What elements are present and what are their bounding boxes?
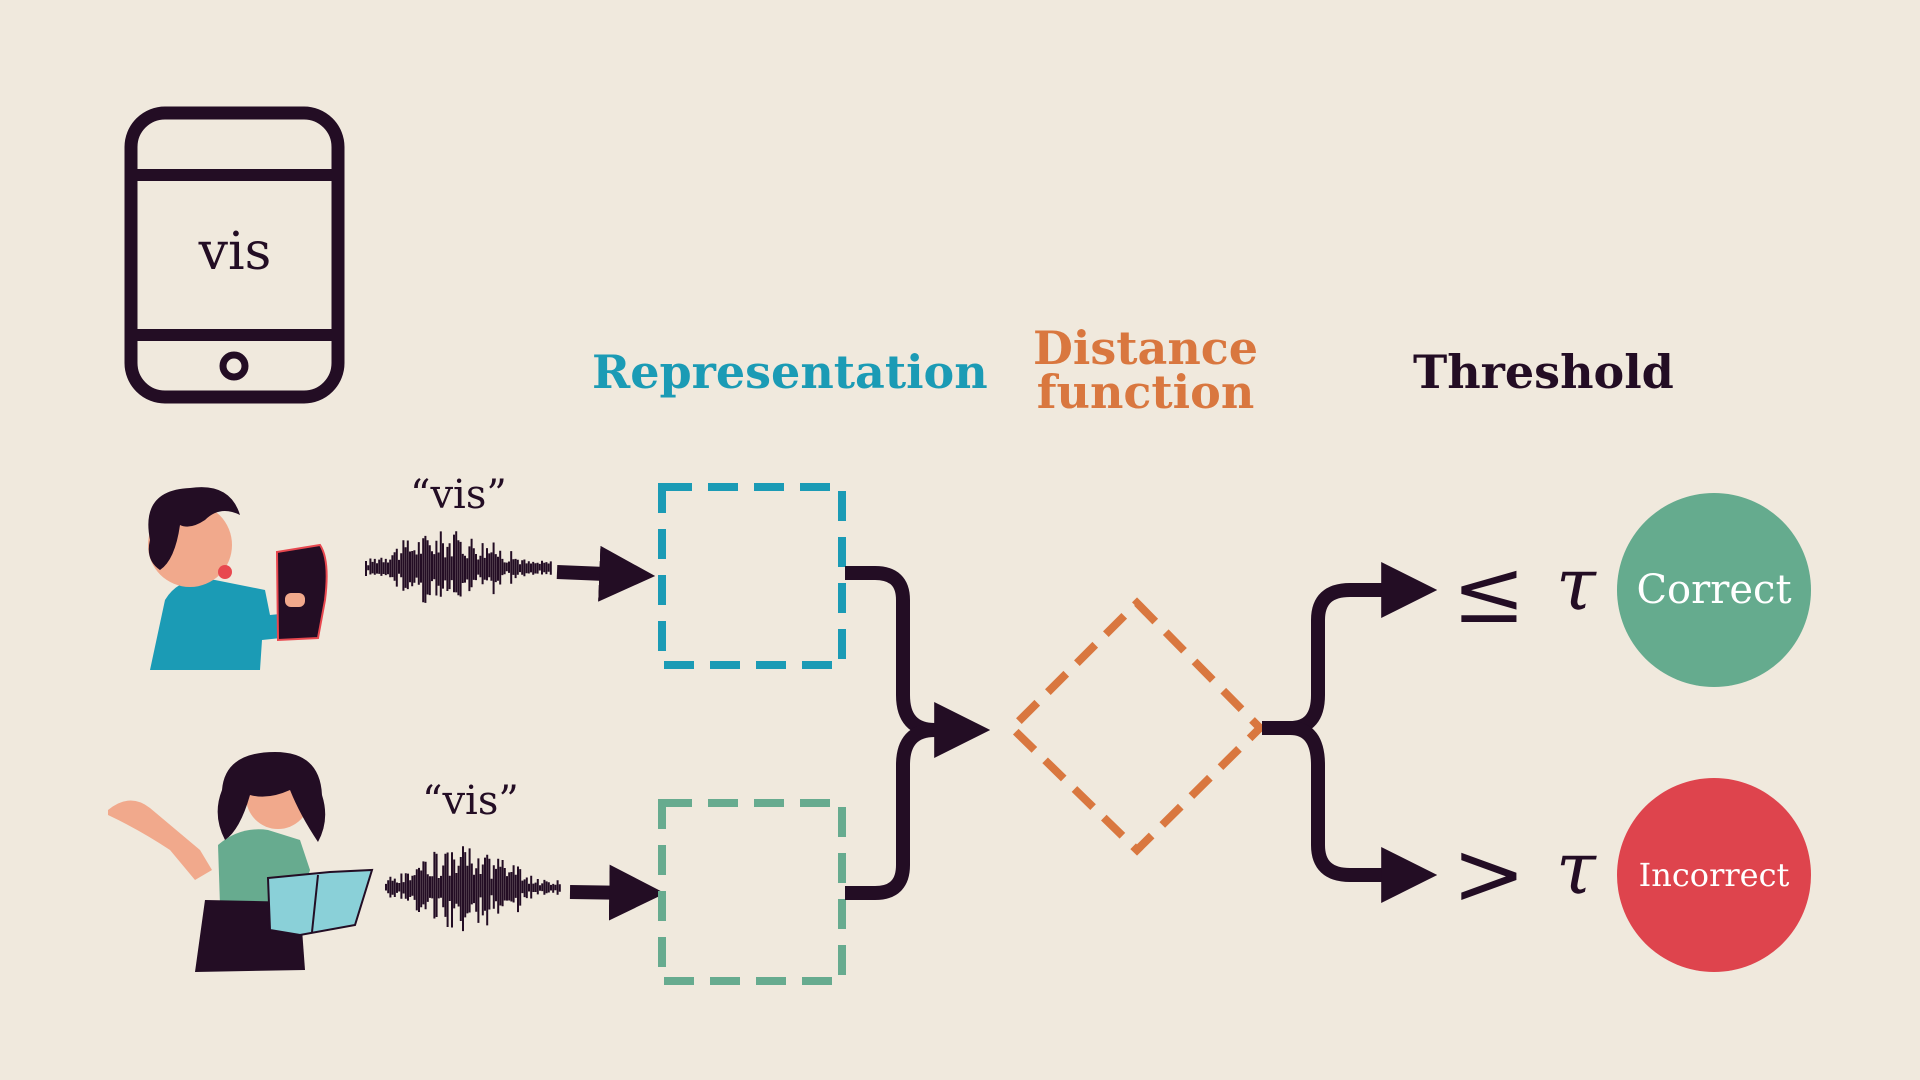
connector-distance-to-correct xyxy=(1262,562,1438,735)
incorrect-label: Incorrect xyxy=(1638,856,1790,894)
speaker-2-quote: “vis” xyxy=(422,778,519,824)
distance-heading-line2: function xyxy=(1036,365,1255,419)
connector-distance-to-incorrect xyxy=(1289,721,1438,903)
arrow-wave1-to-representation xyxy=(556,545,656,602)
greater-than-operator: > xyxy=(1452,822,1526,925)
correct-label: Correct xyxy=(1636,567,1792,613)
speaker-1-quote: “vis” xyxy=(410,472,507,518)
distance-heading-line1: Distance xyxy=(1033,321,1259,375)
threshold-heading: Threshold xyxy=(1413,345,1674,399)
representation-box-1 xyxy=(658,483,846,669)
representation-heading: Representation xyxy=(592,345,988,399)
connector-box2-to-distance xyxy=(845,723,936,900)
correct-circle xyxy=(1617,493,1811,687)
representation-box-2 xyxy=(658,799,846,985)
distance-function-diamond xyxy=(1006,597,1266,856)
tau-symbol-correct: τ xyxy=(1556,542,1596,626)
arrow-wave2-to-representation xyxy=(569,864,666,921)
less-equal-operator: ≤ xyxy=(1452,540,1526,643)
distance-function-heading: Distance function xyxy=(1033,321,1259,419)
incorrect-circle xyxy=(1617,778,1811,972)
connector-box1-to-distance xyxy=(845,566,991,758)
tau-symbol-incorrect: τ xyxy=(1556,826,1596,910)
phone-screen-text: vis xyxy=(198,222,272,282)
